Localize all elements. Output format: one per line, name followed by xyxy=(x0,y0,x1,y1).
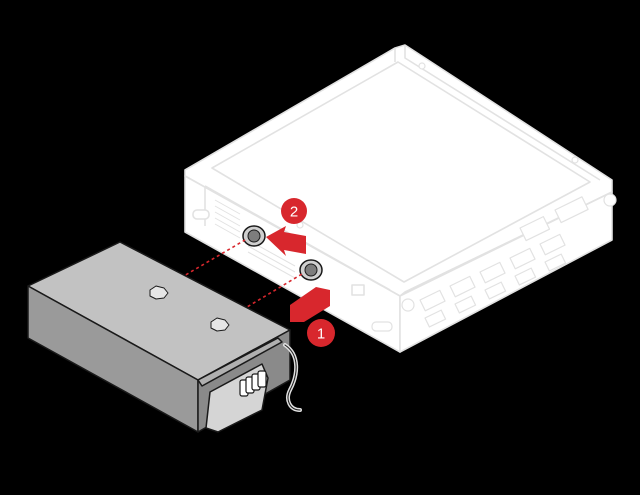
callout-step-2: 2 xyxy=(281,198,307,224)
callout-label: 1 xyxy=(317,326,325,343)
chassis-front-slot xyxy=(351,284,365,296)
chassis-rear-ports xyxy=(371,196,589,332)
adapter-cable-back xyxy=(284,344,301,411)
callout-circle-icon xyxy=(281,198,307,224)
adapter-cable-strain-relief xyxy=(239,370,267,397)
callout-step-1: 1 xyxy=(307,319,335,347)
chassis-front-oval xyxy=(192,209,210,220)
thumbscrew-lower xyxy=(299,259,323,281)
guide-line-upper xyxy=(159,239,246,291)
adapter-hole-upper xyxy=(149,285,169,300)
adapter-bracket xyxy=(197,337,283,387)
arrow-step-1 xyxy=(290,287,330,322)
callout-circle-icon xyxy=(307,319,335,347)
arrow-step-2 xyxy=(266,226,306,256)
thumbscrew-upper xyxy=(242,225,266,247)
chassis-screws xyxy=(296,62,617,312)
guide-lines xyxy=(159,239,303,323)
callout-label: 2 xyxy=(290,204,298,221)
power-adapter xyxy=(27,241,291,433)
adapter-hole-lower xyxy=(210,317,230,332)
chassis-top-rail xyxy=(394,45,601,181)
computer-chassis xyxy=(184,44,617,353)
chassis-top-panel xyxy=(211,61,591,283)
